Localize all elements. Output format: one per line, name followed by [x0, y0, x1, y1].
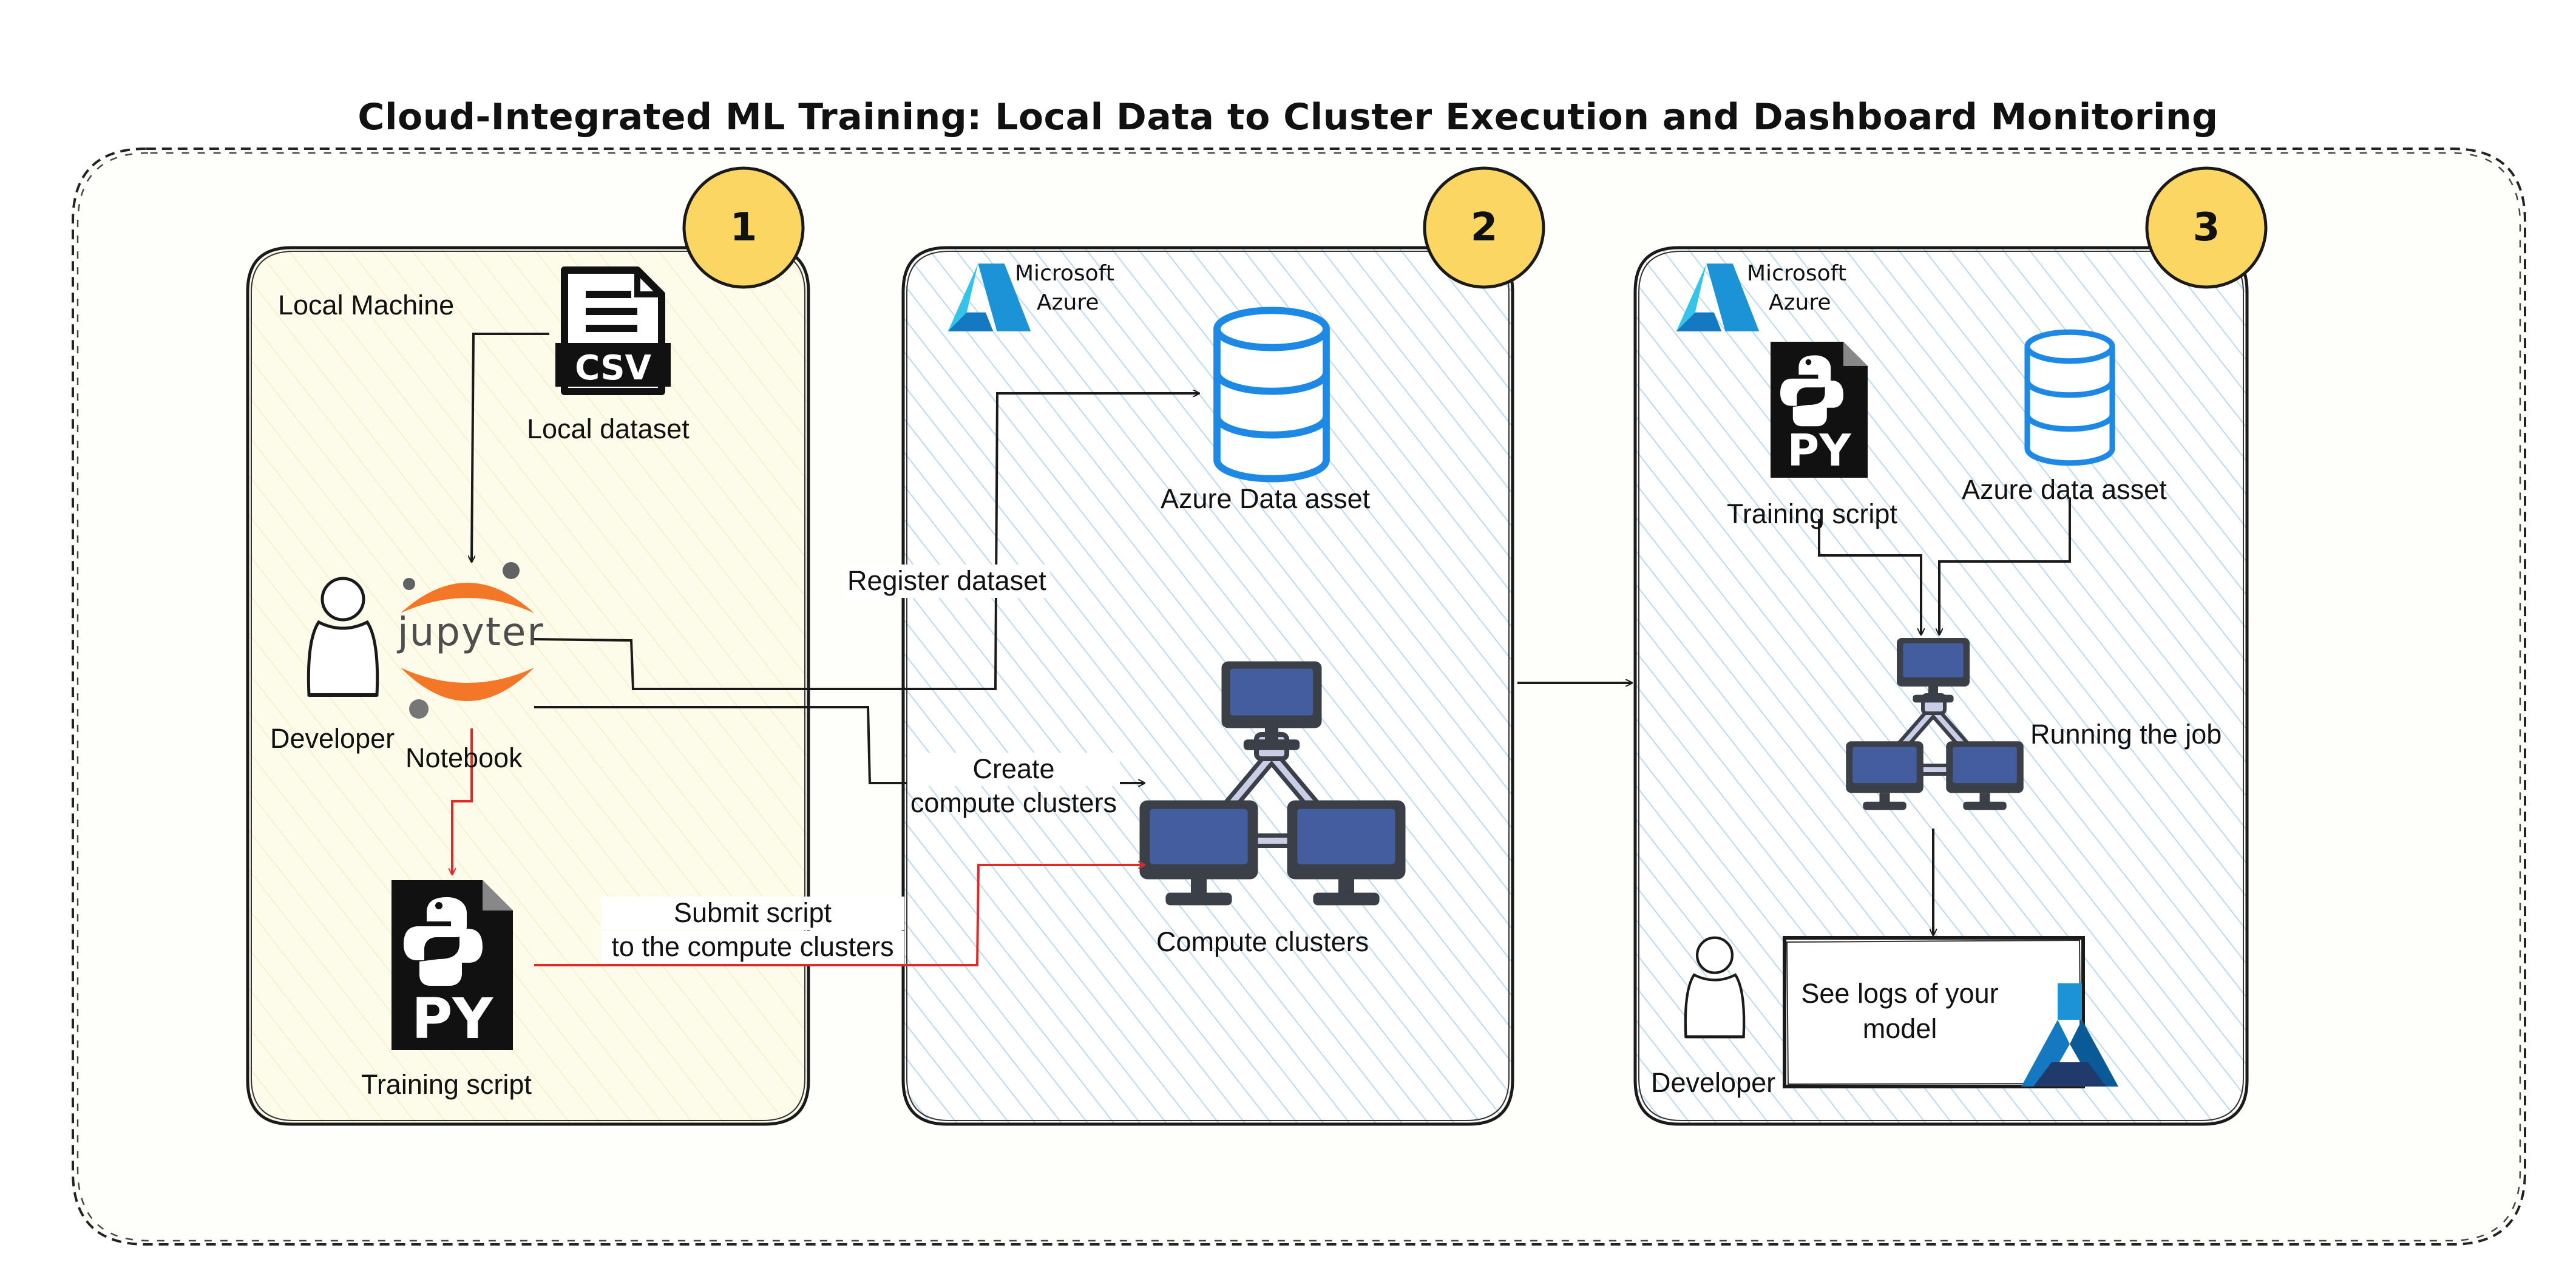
step-number-3: 3 [2192, 205, 2220, 250]
jupyter-logo-icon [401, 562, 534, 719]
csv-tag: CSV [575, 348, 651, 388]
python-script-icon [391, 880, 513, 1050]
compute-clusters-label: Compute clusters [1156, 926, 1369, 957]
step-number-1: 1 [730, 205, 758, 250]
submit-script-label-line2: to the compute clusters [601, 931, 904, 964]
jupyter-wordmark: jupyter [398, 610, 544, 655]
diagram-title: Cloud-Integrated ML Training: Local Data… [358, 96, 2218, 138]
database-icon [1217, 310, 1326, 478]
logs-label-line1: See logs of your [1801, 978, 1999, 1009]
compute-cluster-icon [1139, 661, 1406, 906]
step-number-2: 2 [1470, 205, 1498, 250]
azure-data-asset-label: Azure data asset [1962, 474, 2167, 505]
database-icon [2027, 332, 2112, 463]
arrow-register-dataset [534, 393, 1199, 690]
step-badge-3 [2145, 166, 2268, 289]
local-machine-label: Local Machine [278, 290, 455, 320]
azure-logo-icon [1676, 263, 1760, 331]
running-job-cluster-icon [1846, 638, 2024, 810]
arrow-asset-to-job [1939, 498, 2071, 634]
py-tag: PY [411, 986, 493, 1051]
running-job-label: Running the job [2030, 719, 2222, 750]
arrow-dataset-to-notebook [472, 333, 549, 561]
create-clusters-label-line1: Create [907, 753, 1120, 786]
training-script-label: Training script [361, 1069, 532, 1100]
step-badge-2 [1423, 166, 1545, 289]
python-script-icon [1771, 342, 1868, 478]
azure-brand-line1: Microsoft [1015, 261, 1114, 286]
local-dataset-label: Local dataset [527, 413, 690, 444]
py-tag: PY [1787, 425, 1851, 476]
developer-label: Developer [270, 723, 395, 754]
arrow-notebook-to-script [452, 728, 473, 874]
notebook-label: Notebook [405, 742, 523, 773]
azure-logo-icon [947, 263, 1031, 331]
logs-label-line2: model [1862, 1013, 1937, 1044]
azure-brand-line1: Microsoft [1747, 261, 1846, 286]
azure-ml-logo-icon [2021, 983, 2118, 1087]
register-dataset-label: Register dataset [844, 565, 1050, 598]
training-script-label: Training script [1727, 498, 1897, 529]
submit-script-label-line1: Submit script [601, 897, 904, 930]
step-badge-1 [682, 166, 805, 289]
developer-label: Developer [1651, 1067, 1776, 1098]
arrow-submit-script [534, 865, 1144, 966]
azure-brand-line2: Azure [1037, 290, 1099, 315]
csv-file-icon [555, 266, 671, 395]
azure-brand-line2: Azure [1769, 290, 1831, 315]
create-clusters-label-line2: compute clusters [910, 787, 1117, 818]
azure-data-asset-label: Azure Data asset [1161, 483, 1371, 514]
arrow-script-to-job [1818, 519, 1921, 634]
